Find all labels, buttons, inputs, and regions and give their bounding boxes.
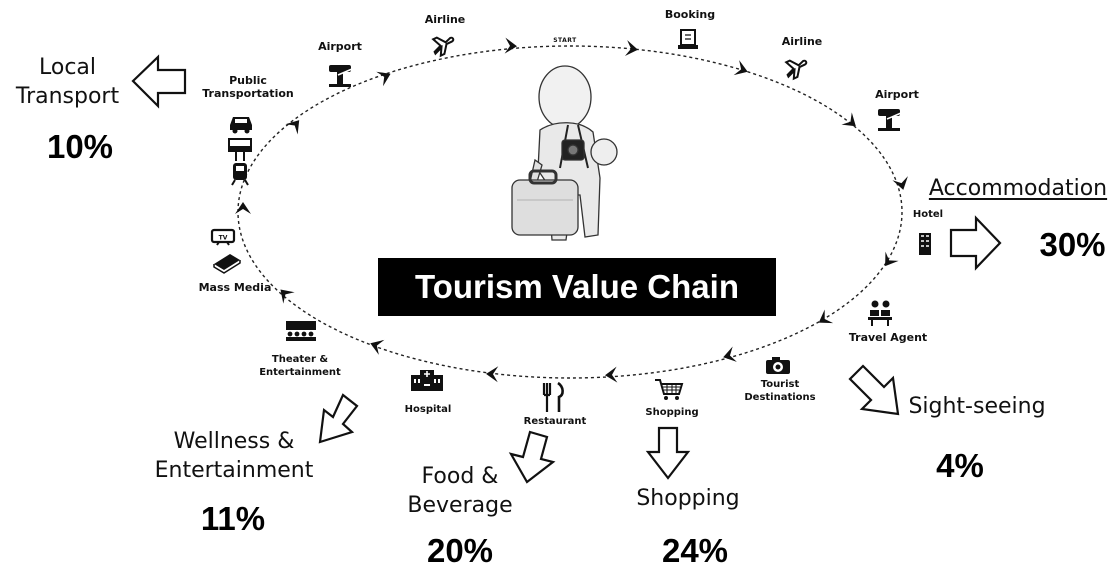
sector-label-accommodation: Accommodation — [928, 176, 1108, 201]
sector-label-wellness: Wellness & Entertainment — [154, 429, 314, 483]
sector-percent-shopping: 24% — [661, 532, 729, 569]
chain-arrow — [367, 335, 385, 355]
theater-icon — [286, 321, 316, 341]
travel-agent-icon — [868, 300, 892, 326]
sector-percent-sightseeing: 4% — [936, 447, 984, 484]
node-label-restaurant: Restaurant — [523, 416, 587, 427]
node-label-hotel: Hotel — [912, 209, 944, 220]
book-icon — [213, 254, 241, 274]
node-label-theater: Theater & Entertainment — [259, 354, 341, 378]
arrow-wellness — [318, 393, 359, 444]
node-label-shopping: Shopping — [645, 407, 699, 418]
node-label-tourist-destinations: Tourist Destinations — [744, 379, 816, 403]
fork-knife-icon — [542, 381, 564, 412]
chain-arrow — [235, 202, 251, 214]
control-tower-icon — [328, 64, 353, 88]
sector-label-shopping: Shopping — [636, 486, 740, 511]
sector-percent-local-transport: 10% — [46, 128, 114, 165]
svg-text:TV: TV — [219, 235, 228, 242]
node-label-airline-right: Airline — [781, 35, 823, 48]
node-label-public-transportation: Public Transportation — [202, 74, 294, 100]
sector-label-local-transport: Local Transport — [15, 55, 120, 109]
node-label-airport-left: Airport — [318, 40, 362, 53]
node-label-hospital: Hospital — [404, 404, 452, 415]
hospital-icon — [411, 370, 443, 391]
tv-icon: TV — [210, 228, 236, 246]
arrow-shopping — [645, 426, 691, 480]
node-label-travel-agent: Travel Agent — [848, 331, 928, 344]
sector-label-food-beverage: Food & Beverage — [407, 464, 513, 518]
hotel-icon — [919, 233, 931, 255]
cart-icon — [655, 379, 684, 400]
chain-ellipse — [237, 45, 903, 379]
arrow-sightseeing — [848, 364, 900, 416]
sector-percent-wellness: 11% — [200, 500, 266, 537]
diagram-title: Tourism Value Chain — [378, 258, 776, 316]
car-icon — [230, 117, 252, 134]
chain-arrow — [376, 66, 394, 87]
sector-label-sightseeing: Sight-seeing — [908, 394, 1046, 419]
arrow-accommodation — [949, 215, 1002, 271]
sector-percent-food-beverage: 20% — [426, 532, 494, 569]
chain-arrow — [604, 366, 618, 384]
node-label-airport-right: Airport — [875, 88, 919, 101]
train-icon — [231, 163, 249, 186]
chain-arrow — [814, 309, 834, 330]
sector-percent-accommodation: 30% — [1039, 226, 1106, 263]
chain-arrow — [733, 60, 751, 80]
airplane-icon — [781, 53, 812, 82]
bus-icon — [228, 138, 252, 161]
airplane-icon — [428, 30, 459, 59]
node-label-mass-media: Mass Media — [198, 281, 272, 294]
traveler-figure — [511, 65, 618, 241]
start-label: START — [553, 37, 577, 44]
control-tower-icon — [877, 108, 902, 132]
node-label-booking: Booking — [664, 8, 716, 21]
laptop-icon — [678, 29, 698, 49]
camera-icon — [766, 357, 790, 374]
chain-arrow — [841, 112, 861, 133]
chain-arrow — [878, 251, 899, 271]
arrow-food-beverage — [508, 430, 556, 484]
node-label-airline-left: Airline — [424, 13, 466, 26]
chain-arrow — [504, 37, 518, 55]
arrow-local-transport — [131, 54, 187, 109]
